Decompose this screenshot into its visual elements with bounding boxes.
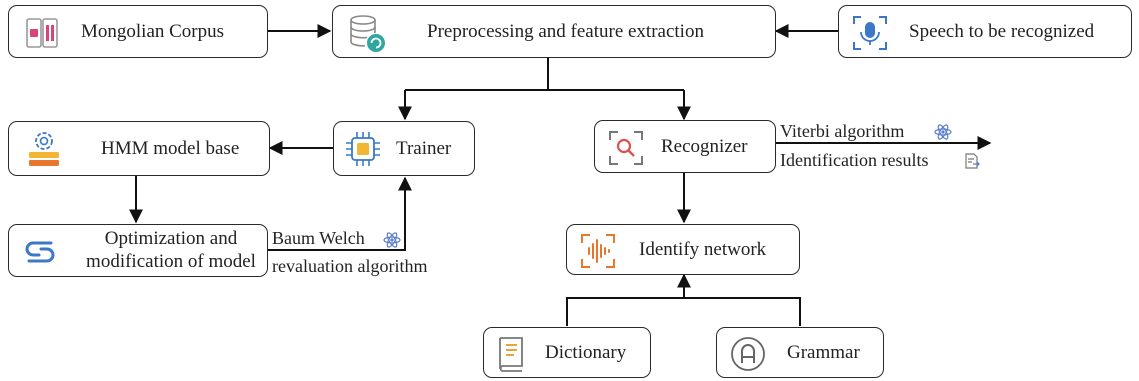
label-revaluation-algorithm: revaluation algorithm [272,256,428,276]
node-label: Recognizer [661,135,748,157]
node-label: Speech to be recognized [909,20,1095,42]
node-grammar: Grammar [716,327,884,378]
node-label-line2: modification of model [86,250,256,272]
node-trainer: Trainer [333,121,475,176]
node-hmm-model-base: HMM model base [8,121,270,176]
node-label: Dictionary [545,341,627,363]
edge-optimization-to-trainer [268,176,412,251]
atom-icon [934,123,952,146]
node-preprocessing: Preprocessing and feature extraction [332,5,776,58]
microphone-scan-icon [851,14,889,57]
edge-preprocess-split [405,58,684,91]
node-label: Mongolian Corpus [81,20,225,42]
node-dictionary: Dictionary [483,327,651,378]
letter-a-circle-icon [729,335,767,378]
link-chain-icon [23,235,57,274]
atom-icon [383,231,401,254]
node-optimization: Optimization and modification of model [8,224,268,277]
document-export-icon [963,152,981,175]
node-label: Optimization and modification of model [75,228,267,274]
node-label: HMM model base [101,137,240,159]
edge-dict-grammar-merge [566,297,801,326]
book-icon [494,335,530,378]
scan-search-icon [607,129,645,172]
node-identify-network: Identify network [566,224,800,275]
label-identification-results: Identification results [780,150,929,170]
node-label: Grammar [787,341,860,363]
audio-wave-icon [579,232,617,275]
book-stack-icon [24,15,60,56]
node-mongolian-corpus: Mongolian Corpus [8,5,268,58]
node-label-line1: Optimization and [104,227,238,249]
node-speech: Speech to be recognized [838,5,1132,58]
database-sync-icon [347,13,387,58]
node-label: Preprocessing and feature extraction [427,20,704,42]
node-label: Identify network [639,238,767,260]
node-label: Trainer [396,137,452,159]
node-recognizer: Recognizer [594,120,776,173]
gear-server-icon [23,128,65,175]
label-baum-welch: Baum Welch [272,228,365,248]
label-viterbi: Viterbi algorithm [780,121,905,141]
chip-icon [344,130,382,173]
